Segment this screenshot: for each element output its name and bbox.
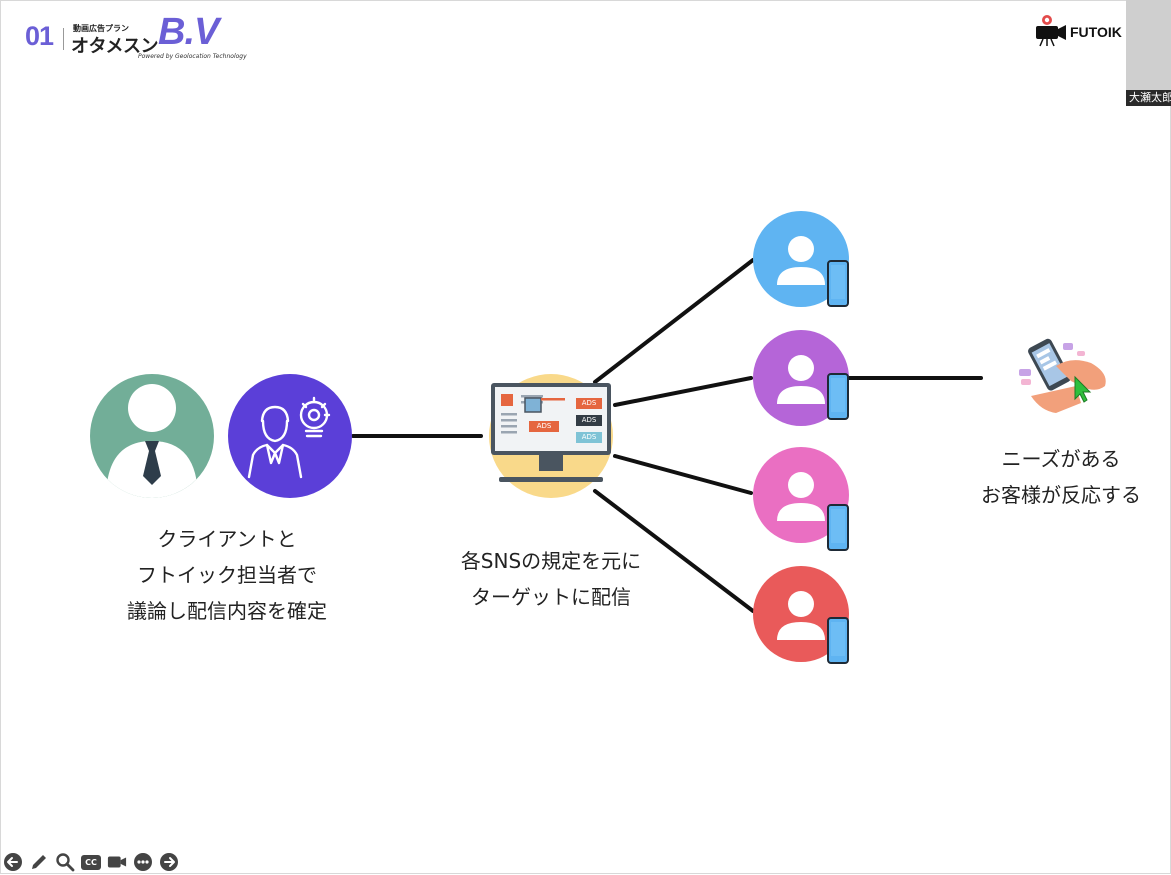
user-phone-icon-red [777, 591, 849, 664]
cc-label: CC [81, 854, 101, 870]
line-to-user-red [593, 489, 755, 613]
center-caption-line-2: ターゲットに配信 [471, 585, 631, 609]
monitor-ads-icon [489, 374, 613, 498]
camera-icon[interactable] [107, 852, 127, 872]
user-phone-icon-purple [777, 355, 849, 420]
line-to-user-purple [613, 376, 753, 407]
forward-arrow-icon[interactable] [159, 852, 179, 872]
staff-idea-icon [228, 374, 352, 498]
center-caption-line-1: 各SNSの規定を元に [460, 549, 642, 573]
pen-icon[interactable] [29, 852, 49, 872]
logo-number: 01 [25, 21, 54, 51]
participant-video-thumbnail[interactable] [1126, 0, 1171, 106]
customer-caption: ニーズがある お客様が反応する [961, 441, 1161, 513]
client-caption: クライアントと フトイック担当者で 議論し配信内容を確定 [97, 521, 357, 629]
client-caption-line-1: クライアントと [157, 527, 297, 551]
presentation-toolbar: CC [3, 852, 179, 872]
customer-phone-hand-icon [1019, 338, 1106, 413]
logo-subtitle: 動画広告プラン [73, 24, 129, 33]
logo-title: オタメスン [71, 36, 158, 57]
cc-icon[interactable]: CC [81, 852, 101, 872]
user-phone-icon-blue [777, 236, 849, 307]
logo-brand: B.V [158, 11, 219, 53]
camera-logo-icon [1036, 15, 1066, 47]
center-caption: 各SNSの規定を元に ターゲットに配信 [441, 543, 661, 615]
customer-caption-line-2: お客様が反応する [981, 483, 1141, 507]
customer-caption-line-1: ニーズがある [1001, 447, 1121, 471]
client-caption-line-3: 議論し配信内容を確定 [127, 599, 327, 623]
client-avatar-icon [90, 374, 214, 498]
more-icon[interactable] [133, 852, 153, 872]
line-to-user-pink [613, 454, 753, 495]
logo-tagline: Powered by Geolocation Technology [138, 53, 247, 60]
logo-divider [63, 28, 64, 50]
company-logo-text: FUTOIK [1070, 24, 1122, 40]
back-arrow-icon[interactable] [3, 852, 23, 872]
user-phone-icon-pink [777, 472, 849, 551]
connector-lines [351, 258, 983, 613]
ads-label-1: ADS [536, 422, 552, 430]
ads-label-3: ADS [581, 416, 597, 424]
client-caption-line-2: フトイック担当者で [137, 563, 317, 587]
magnifier-icon[interactable] [55, 852, 75, 872]
line-to-user-blue [593, 258, 755, 384]
ads-label-4: ADS [581, 433, 597, 441]
participant-name-label: 大瀬太郎 [1126, 90, 1171, 106]
ads-label-2: ADS [581, 399, 597, 407]
